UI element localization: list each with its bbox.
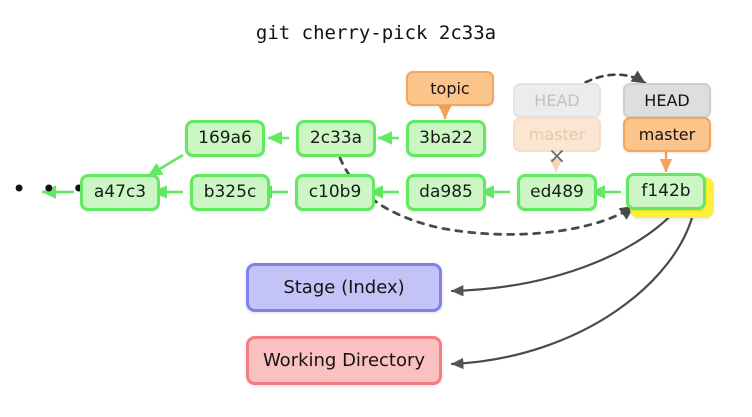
head-label-current[interactable]: HEAD xyxy=(623,83,711,118)
stage-index-label: Stage (Index) xyxy=(283,276,405,298)
branch-label-text: master xyxy=(528,124,586,144)
commit-node-da985[interactable]: da985 xyxy=(406,174,486,211)
commit-label: 169a6 xyxy=(198,128,252,148)
commit-node-2c33a[interactable]: 2c33a xyxy=(296,120,376,157)
commit-label: a47c3 xyxy=(93,182,147,202)
commit-label: 2c33a xyxy=(309,128,363,148)
branch-label-text: topic xyxy=(430,78,470,98)
cross-out-icon: × xyxy=(547,144,567,169)
checkout-to-workdir-arc xyxy=(450,208,696,370)
history-ellipsis: • • • xyxy=(12,175,90,203)
commit-label: 3ba22 xyxy=(419,128,473,148)
commit-label: f142b xyxy=(641,181,691,201)
commit-node-169a6[interactable]: 169a6 xyxy=(185,120,265,157)
commit-node-ed489[interactable]: ed489 xyxy=(517,174,597,211)
branch-label-text: master xyxy=(638,124,696,144)
commit-label: ed489 xyxy=(530,182,584,202)
commit-label: b325c xyxy=(203,182,257,202)
commit-node-b325c[interactable]: b325c xyxy=(190,174,270,211)
branch-label-master-old: master xyxy=(513,117,601,152)
checkout-to-stage-arc xyxy=(450,208,678,297)
branch-label-master-current[interactable]: master xyxy=(623,117,711,152)
stage-index-box[interactable]: Stage (Index) xyxy=(246,263,442,312)
commit-node-3ba22[interactable]: 3ba22 xyxy=(406,120,486,157)
head-label-old: HEAD xyxy=(513,83,601,118)
working-directory-label: Working Directory xyxy=(262,349,426,371)
page-title: git cherry-pick 2c33a xyxy=(255,22,497,44)
head-label-text: HEAD xyxy=(644,90,690,110)
branch-label-topic[interactable]: topic xyxy=(406,71,494,106)
commit-label: da985 xyxy=(419,182,473,202)
branch-fork-edge xyxy=(147,153,184,178)
commit-node-f142b[interactable]: f142b xyxy=(626,173,706,210)
commit-node-a47c3[interactable]: a47c3 xyxy=(80,174,160,211)
commit-label: c10b9 xyxy=(308,182,362,202)
working-directory-box[interactable]: Working Directory xyxy=(246,336,442,385)
commit-node-c10b9[interactable]: c10b9 xyxy=(295,174,375,211)
head-label-text: HEAD xyxy=(534,90,580,110)
